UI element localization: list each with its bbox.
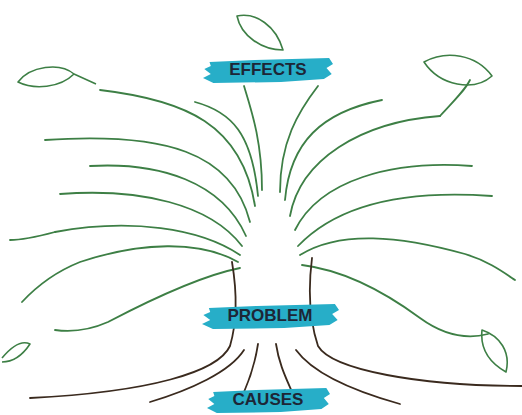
branch — [280, 86, 318, 192]
branch — [100, 90, 255, 206]
trunk-right — [310, 258, 522, 386]
effects-band: EFFECTS — [203, 55, 333, 85]
branch — [10, 232, 55, 240]
branch — [90, 166, 246, 236]
leaf — [2, 343, 30, 362]
leaf — [237, 15, 283, 50]
branch — [244, 86, 262, 190]
branch — [22, 246, 238, 302]
branch — [298, 195, 492, 246]
leaves — [2, 15, 507, 372]
branch — [60, 193, 242, 246]
leaf — [482, 330, 507, 372]
branch — [295, 165, 472, 230]
branch — [55, 226, 240, 255]
leaf — [424, 55, 492, 85]
trunk-and-roots — [30, 258, 522, 404]
root — [244, 344, 258, 392]
branch — [300, 238, 515, 280]
problem-band: PROBLEM — [202, 301, 339, 331]
brush-fill — [207, 388, 330, 413]
leaf — [18, 67, 96, 87]
brush-fill — [202, 304, 339, 329]
root — [276, 344, 292, 392]
brush-fill — [203, 58, 333, 83]
trunk-left — [30, 262, 236, 398]
branch — [302, 265, 488, 336]
causes-band: CAUSES — [207, 385, 330, 415]
tree-section-label: PROBLEM — [202, 305, 339, 327]
tree-section-label: CAUSES — [207, 389, 330, 411]
branch — [195, 102, 258, 196]
tree-section-label: EFFECTS — [203, 59, 333, 81]
branch — [45, 138, 250, 222]
tree-branches — [10, 80, 515, 336]
branch — [290, 116, 440, 216]
